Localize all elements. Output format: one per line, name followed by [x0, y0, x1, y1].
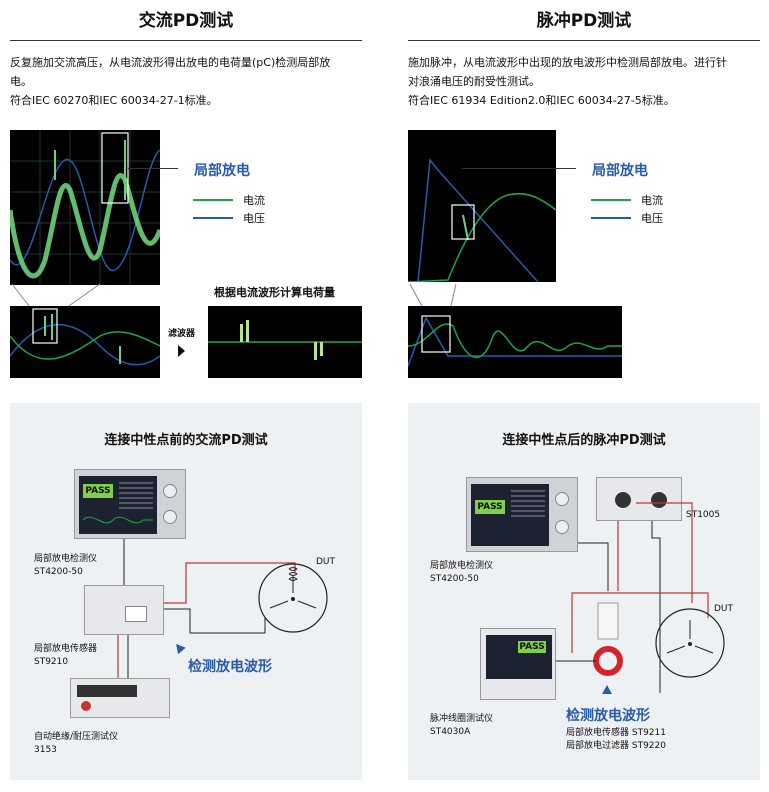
- filtered-waveform-graph: [208, 320, 362, 360]
- device-readout: [119, 482, 153, 512]
- current-legend-line: [193, 199, 233, 201]
- connector-icon: [651, 492, 667, 508]
- ac-zoom-graph: [9, 308, 161, 366]
- partial-discharge-callout: 局部放电: [194, 163, 250, 179]
- dev2-name: 局部放电传感器: [34, 644, 98, 654]
- dut-label: DUT: [714, 604, 734, 614]
- impulse-waveform-graph: [407, 158, 557, 283]
- voltage-legend-line: [591, 217, 631, 219]
- tester-display: [77, 685, 137, 697]
- dev3-model: 3153: [34, 745, 57, 755]
- dev3-name: 自动绝缘/耐压测试仪: [34, 732, 119, 742]
- impulse-tester-device: PASS: [480, 628, 556, 700]
- dev1-model: ST4200-50: [430, 574, 479, 584]
- dev1-name: 局部放电检测仪: [430, 561, 494, 571]
- pd-sensor-device: [84, 585, 164, 635]
- ac-pd-section: 交流PD测试 反复施加交流高压，从电流波形得出放电的电荷量(pC)检测局部放 电…: [10, 0, 362, 110]
- ac-waveform-scope: [7, 130, 163, 285]
- impulse-zoom-graph: [407, 315, 622, 367]
- detect-waveform-label: 检测放电波形: [188, 659, 272, 675]
- arrow-up-icon: [602, 685, 612, 694]
- red-button-icon: [81, 701, 91, 711]
- impulse-pd-section: 脉冲PD测试 施加脉冲，从电流波形中出现的放电波形中检测局部放电。进行针 对浪涌…: [408, 0, 760, 110]
- section-title: 脉冲PD测试: [536, 11, 632, 31]
- dut-label: DUT: [316, 557, 336, 567]
- wiring: [117, 539, 328, 678]
- connector-icon: [615, 492, 631, 508]
- callout-line: [462, 168, 576, 169]
- panel-title: 连接中性点前的交流PD测试: [104, 433, 268, 448]
- impulse-zoom-scope: [407, 306, 622, 378]
- section-title: 交流PD测试: [138, 11, 234, 31]
- ac-pd-setup-panel: 连接中性点前的交流PD测试 PASS 局部放电检测仪 ST4200-50 局部放…: [10, 403, 362, 780]
- device-screen: PASS: [79, 476, 157, 534]
- ac-zoom-scope: [9, 306, 161, 378]
- dev2-name: 脉冲线圈测试仪: [430, 714, 494, 724]
- pass-indicator: PASS: [83, 484, 113, 498]
- wiring: [556, 502, 725, 693]
- device-screen: PASS: [471, 484, 549, 546]
- sensor-label-1: 局部放电传感器 ST9211: [566, 728, 666, 738]
- pass-indicator: PASS: [518, 641, 546, 653]
- filter-model: ST1005: [686, 510, 721, 520]
- current-legend-label: 电流: [243, 194, 265, 207]
- device-waveform: [83, 516, 153, 524]
- sensor-label-2: 局部放电过滤器 ST9220: [566, 741, 666, 751]
- current-legend-label: 电流: [641, 194, 663, 207]
- voltage-legend-label: 电压: [641, 212, 663, 225]
- pd-detector-device: PASS: [466, 477, 578, 552]
- knob-icon: [555, 520, 569, 534]
- ac-waveform-graph: [7, 130, 163, 285]
- detect-waveform-label: 检测放电波形: [566, 708, 650, 724]
- dev1-name: 局部放电检测仪: [34, 554, 98, 564]
- current-legend-line: [591, 199, 631, 201]
- pd-filter-device: [596, 477, 682, 521]
- dev1-model: ST4200-50: [34, 567, 83, 577]
- partial-discharge-callout: 局部放电: [592, 163, 648, 179]
- filter-label: 滤波器: [168, 329, 196, 339]
- knob-icon: [163, 510, 177, 524]
- arrow-right-icon: [178, 345, 185, 357]
- withstand-tester-device: [70, 678, 170, 718]
- knob-icon: [163, 484, 177, 498]
- voltage-legend-label: 电压: [243, 212, 265, 225]
- dev2-model: ST4030A: [430, 727, 471, 737]
- pass-indicator: PASS: [475, 500, 505, 514]
- connector-port: [125, 606, 147, 622]
- panel-title: 连接中性点后的脉冲PD测试: [502, 433, 666, 448]
- charge-calc-label: 根据电流波形计算电荷量: [214, 286, 335, 299]
- section-description: 施加脉冲，从电流波形中出现的放电波形中检测局部放电。进行针 对浪涌电压的耐受性测…: [408, 56, 727, 107]
- device-readout: [511, 490, 545, 520]
- zoom-guide-lines: [409, 283, 457, 311]
- impulse-waveform-scope: [407, 130, 557, 283]
- pd-detector-device: PASS: [74, 469, 186, 539]
- impulse-pd-setup-panel: 连接中性点后的脉冲PD测试 PASS 局部放电检测仪 ST4200-50 ST1…: [408, 403, 760, 780]
- knob-icon: [555, 492, 569, 506]
- callout-line: [128, 168, 178, 169]
- filtered-waveform-scope: [208, 306, 362, 378]
- device-screen: PASS: [486, 635, 552, 679]
- voltage-legend-line: [193, 217, 233, 219]
- divider: [408, 40, 760, 41]
- dev2-model: ST9210: [34, 657, 69, 667]
- divider: [10, 40, 362, 41]
- section-description: 反复施加交流高压，从电流波形得出放电的电荷量(pC)检测局部放 电。 符合IEC…: [10, 56, 331, 107]
